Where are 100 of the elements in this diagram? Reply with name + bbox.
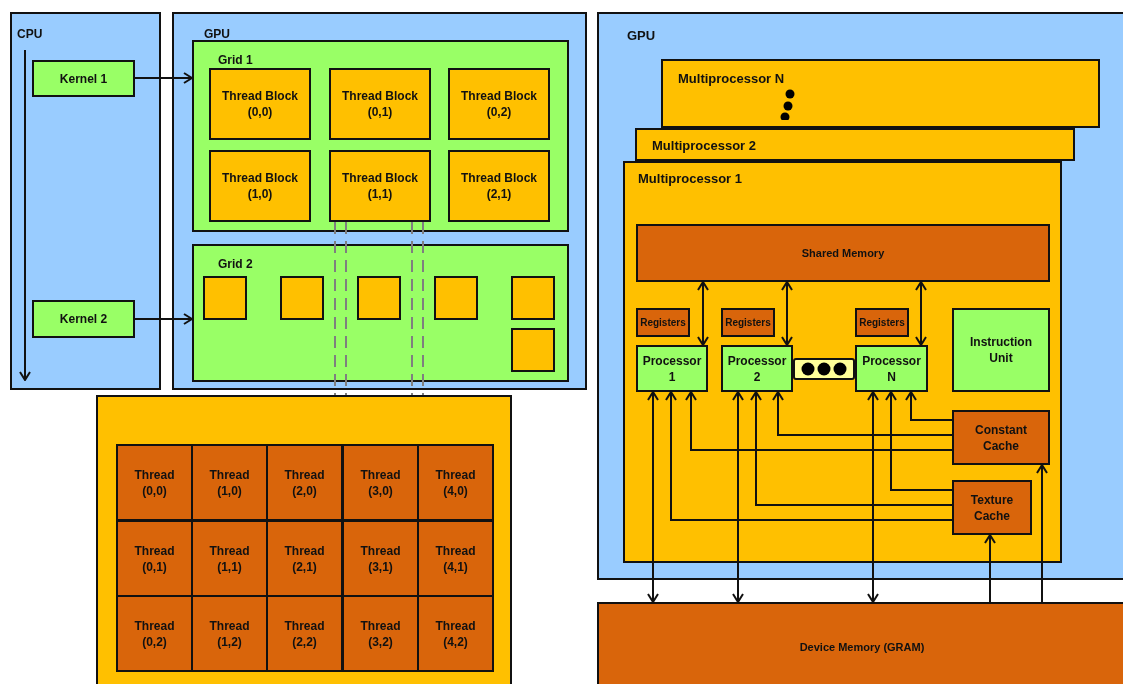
thread-block-box (280, 276, 324, 320)
thread-block-box (209, 150, 311, 222)
thread-block-box (203, 276, 247, 320)
thread-cell (266, 595, 343, 672)
node-label: Registers (725, 315, 771, 330)
node-label: Thread (1,1) (208, 542, 251, 575)
node-label: Thread (4,0) (434, 466, 477, 499)
device-memory-bar (597, 602, 1123, 684)
thread-cell (266, 520, 343, 597)
thread-cell (417, 444, 494, 521)
node-label: Thread (3,0) (359, 466, 402, 499)
double-headed-arrow (697, 281, 709, 346)
thread-block-box (209, 68, 311, 140)
thread-block-box (448, 68, 550, 140)
projection-line (411, 221, 413, 396)
node-label: Thread (1,2) (208, 617, 251, 650)
thread-cell (342, 444, 419, 521)
thread-block-box (448, 150, 550, 222)
node-label: Registers (640, 315, 686, 330)
node-label: Thread Block (0,1) (341, 88, 419, 120)
panel-title: CPU (17, 26, 43, 42)
node-label: Thread (3,1) (359, 542, 402, 575)
node-label: Thread (0,0) (133, 466, 176, 499)
thread-cell (116, 520, 193, 597)
node-label: Thread (3,2) (359, 617, 402, 650)
panel-title: Grid 1 (218, 52, 253, 68)
multiprocessor-panel (635, 128, 1075, 161)
node-label: Thread Block (2,1) (460, 170, 538, 202)
node-label: Thread Block (1,0) (221, 170, 299, 202)
node-label: Kernel 1 (59, 70, 108, 87)
kernel-box (32, 300, 135, 338)
cpu-panel (10, 12, 161, 390)
node-label: Thread (0,1) (133, 542, 176, 575)
gpu-panel (172, 12, 587, 390)
node-label: Thread (2,2) (283, 617, 326, 650)
grid-panel (192, 244, 569, 382)
node-label: Thread (1,0) (208, 466, 251, 499)
thread-block-box (357, 276, 401, 320)
node-label: Thread (2,0) (283, 466, 326, 499)
node-label: Kernel 2 (59, 311, 108, 327)
projection-line (345, 221, 347, 396)
arrow (772, 391, 953, 436)
node-label: Thread (4,2) (434, 617, 477, 650)
thread-cell (116, 595, 193, 672)
node-label: Thread Block (0,0) (221, 88, 299, 120)
multiprocessor-panel (623, 161, 1062, 563)
panel-title: GPU (204, 26, 230, 42)
node-label: Constant Cache (974, 421, 1028, 454)
arrow (685, 391, 953, 451)
projection-line (422, 221, 424, 396)
arrow (905, 391, 953, 421)
double-headed-arrow (781, 281, 793, 346)
node-label: Thread (0,2) (133, 617, 176, 650)
thread-cell (417, 520, 494, 597)
panel-title: Multiprocessor 2 (652, 138, 757, 154)
processor-box (721, 345, 793, 392)
thread-cell (342, 520, 419, 597)
panel-title: Multiprocessor 1 (638, 171, 743, 187)
double-headed-arrow (867, 391, 879, 603)
node-label: Thread Block (0,2) (460, 88, 538, 120)
thread-block-box (434, 276, 478, 320)
double-headed-arrow (732, 391, 744, 603)
node-label: Registers (859, 315, 905, 330)
thread-cell (191, 520, 268, 597)
arrow (750, 391, 953, 506)
arrow (134, 72, 193, 84)
thread-block-box (329, 68, 431, 140)
projection-line (334, 221, 336, 396)
grid-panel (192, 40, 569, 232)
multiprocessor-panel (661, 59, 1100, 128)
arrow (984, 534, 996, 603)
panel-title: Multiprocessor N (678, 71, 785, 87)
thread-cell (266, 444, 343, 521)
thread-cell (116, 444, 193, 521)
processor-box (855, 345, 928, 392)
thread-cell (342, 595, 419, 672)
thread-cell (191, 444, 268, 521)
arrow (134, 313, 193, 325)
shared-memory-bar (636, 224, 1050, 282)
node-label: Device Memory (GRAM) (799, 640, 925, 655)
thread-block-box (511, 276, 555, 320)
panel-title: Grid 2 (218, 256, 253, 272)
node-label: Shared Memory (801, 246, 885, 261)
thread-block-panel (96, 395, 512, 684)
thread-block-box (329, 150, 431, 222)
register-box (721, 308, 775, 337)
thread-block-box (511, 328, 555, 372)
register-box (636, 308, 690, 337)
node-label: Processor 1 (641, 352, 703, 385)
bus-bar (793, 358, 855, 380)
cache-box (952, 480, 1032, 535)
thread-cell (191, 595, 268, 672)
gpu-panel (597, 12, 1123, 580)
panel-title: GPU (627, 28, 656, 44)
thread-cell (417, 595, 494, 672)
node-label: Processor N (861, 352, 922, 385)
arrow (885, 391, 953, 491)
node-label: Thread (4,1) (434, 542, 477, 575)
arrow (1036, 464, 1048, 603)
double-headed-arrow (915, 281, 927, 346)
